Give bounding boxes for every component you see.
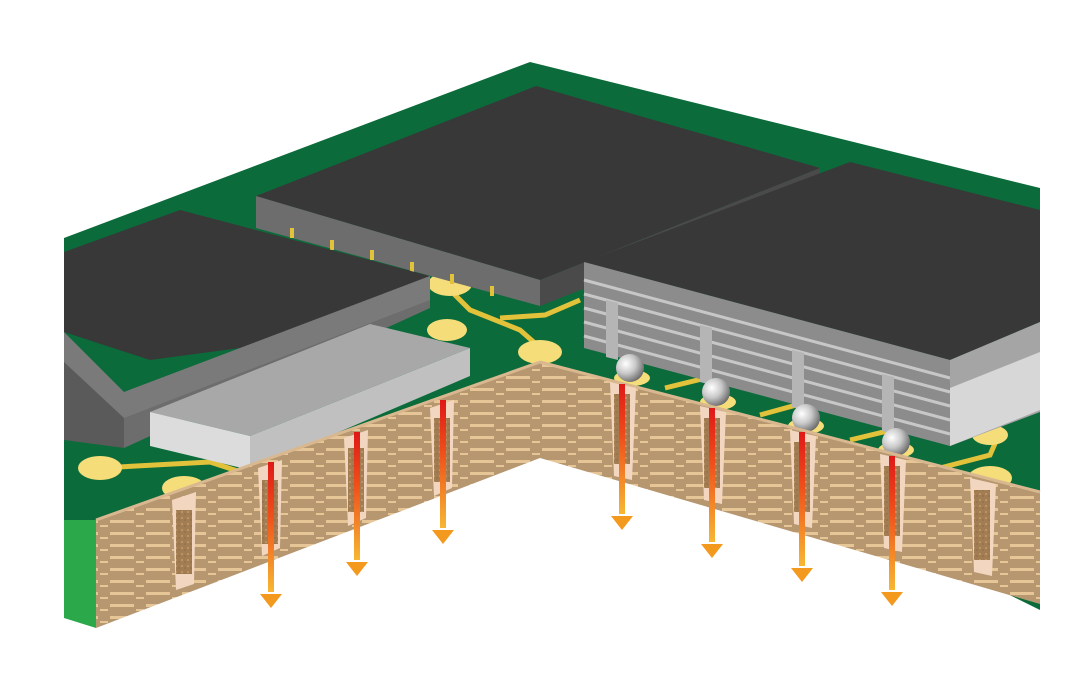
vias-right (610, 382, 996, 576)
small-chip-front (150, 324, 470, 470)
heat-arrows-left (260, 400, 454, 608)
heat-arrow (346, 432, 368, 576)
heat-arrows-right (611, 384, 903, 606)
heat-arrow (432, 400, 454, 544)
solder-balls (614, 354, 914, 458)
cutaway-right-face (539, 360, 1041, 604)
cutaway-left-face (95, 360, 541, 628)
heat-arrow (701, 408, 723, 558)
bga-chip-right (583, 162, 1040, 458)
heat-arrow (260, 462, 282, 608)
heat-arrow (791, 432, 813, 582)
heat-arrow (881, 456, 903, 606)
heat-arrow (611, 384, 633, 530)
